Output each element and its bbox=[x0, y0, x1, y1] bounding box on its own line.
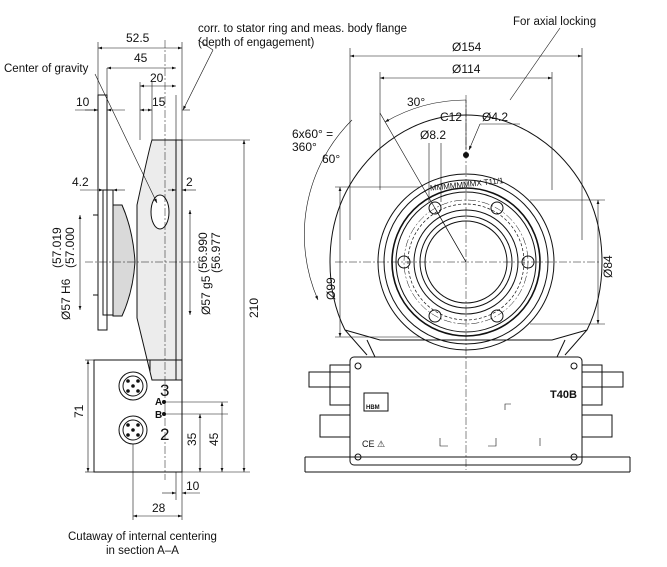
dim-45-vertical: 45 bbox=[207, 432, 221, 446]
hbm-logo bbox=[363, 392, 389, 412]
dim-2: 2 bbox=[186, 175, 193, 189]
connector-3-label: 3 bbox=[160, 381, 169, 400]
connector-b-label: B bbox=[155, 410, 162, 421]
dim-8-2: Ø8.2 bbox=[420, 128, 446, 142]
connector-3 bbox=[118, 371, 148, 401]
dim-6x60-line-2: 360° bbox=[292, 140, 317, 154]
dim-52-5: 52.5 bbox=[126, 31, 150, 45]
dim-57-h6-tol-upper: (57.019 bbox=[50, 227, 64, 268]
dim-154: Ø154 bbox=[452, 40, 482, 54]
dim-114: Ø114 bbox=[452, 62, 481, 76]
dim-57-g5-tol-upper: (56.990 bbox=[196, 232, 210, 273]
dim-c12: C12 bbox=[440, 110, 462, 124]
dim-210: 210 bbox=[247, 298, 261, 318]
side-view: 3 2 A B 52.5 45 20 10 15 4.2 2 bbox=[4, 23, 407, 557]
dim-99: Ø99 bbox=[324, 277, 338, 300]
axial-locking-label: For axial locking bbox=[513, 16, 596, 28]
dim-84: Ø84 bbox=[601, 255, 615, 278]
dim-35: 35 bbox=[185, 432, 199, 446]
caption-line-1: Cutaway of internal centering bbox=[68, 531, 217, 543]
dim-57-h6-tol-lower: (57.000 bbox=[63, 227, 77, 268]
dim-20: 20 bbox=[150, 71, 164, 85]
flange-note-line-2: (depth of engagement) bbox=[198, 37, 315, 49]
type-label: T40B bbox=[550, 389, 577, 401]
connector-housing bbox=[93, 359, 183, 473]
connector-2-label: 2 bbox=[160, 425, 169, 444]
connector-a-label: A bbox=[155, 397, 162, 408]
dim-15: 15 bbox=[152, 95, 166, 109]
flange-note-line-1: corr. to stator ring and meas. body flan… bbox=[198, 23, 407, 35]
flange-plate bbox=[97, 94, 108, 331]
center-of-gravity-mark bbox=[150, 194, 170, 230]
logo-text: HBM bbox=[366, 405, 380, 411]
dim-10-bottom: 10 bbox=[186, 479, 200, 493]
caption-line-2: in section A–A bbox=[106, 545, 179, 557]
dim-10-top: 10 bbox=[76, 95, 90, 109]
connector-box bbox=[349, 356, 583, 466]
center-of-gravity-label: Center of gravity bbox=[4, 63, 89, 75]
rim-shoulder bbox=[102, 189, 114, 316]
dim-60deg: 60° bbox=[322, 152, 340, 166]
dim-45: 45 bbox=[134, 51, 148, 65]
dim-30deg: 30° bbox=[407, 95, 425, 109]
dim-57-g5-tol-lower: (56.977 bbox=[209, 232, 223, 273]
stator-body bbox=[136, 139, 183, 381]
dim-57-g5: Ø57 g5 bbox=[199, 275, 213, 315]
dim-28: 28 bbox=[152, 501, 166, 515]
dim-57-h6: Ø57 H6 bbox=[59, 278, 73, 320]
dim-71: 71 bbox=[72, 404, 86, 418]
ce-marks: CE ⚠ bbox=[362, 439, 385, 449]
dim-4-2: Ø4.2 bbox=[482, 110, 508, 124]
hub bbox=[112, 204, 136, 317]
dim-6x60-line-1: 6x60° = bbox=[292, 127, 333, 141]
dim-4-2: 4.2 bbox=[72, 175, 89, 189]
connector-2 bbox=[118, 415, 148, 445]
front-view: Ø154 Ø114 MMMMMMMX T11/1 bbox=[292, 16, 631, 473]
